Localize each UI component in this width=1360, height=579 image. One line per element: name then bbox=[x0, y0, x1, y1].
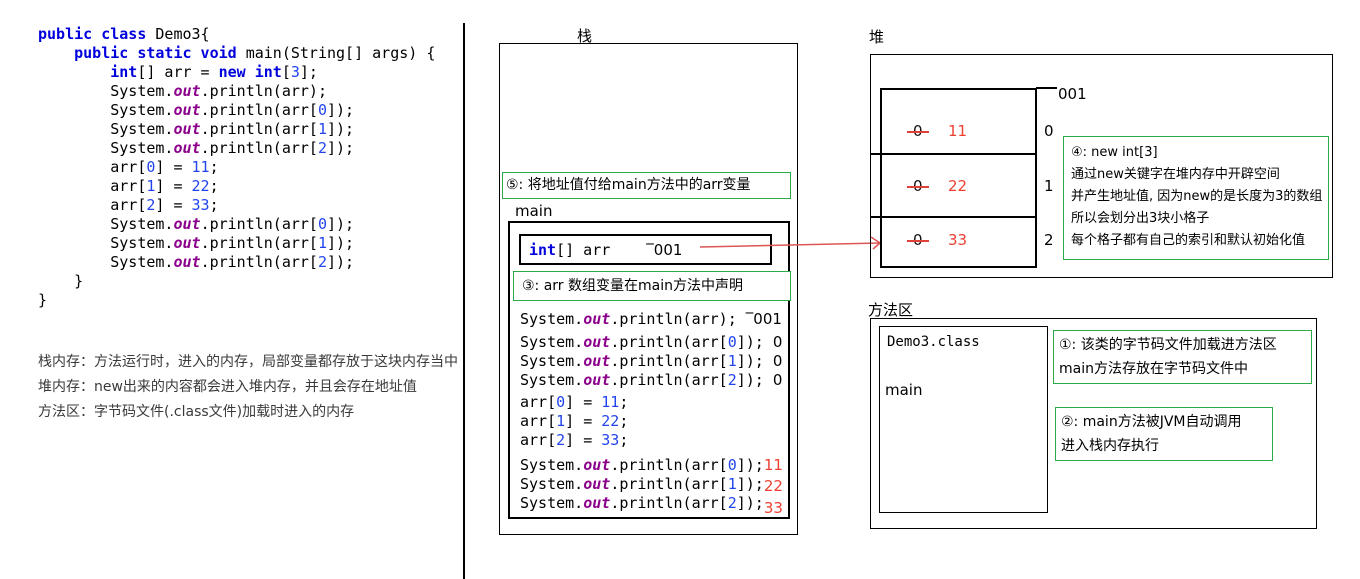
array-cell-index: 2 bbox=[1044, 231, 1054, 249]
main-stack-frame bbox=[508, 221, 790, 519]
stack-title: 栈 bbox=[577, 27, 593, 45]
array-cell-default-value: 0 bbox=[907, 177, 928, 195]
method-area-title: 方法区 bbox=[868, 301, 914, 319]
array-cell-value: 33 bbox=[948, 231, 968, 249]
stack-memory-box bbox=[499, 43, 798, 535]
array-cell-default-value: 0 bbox=[907, 231, 928, 249]
array-cell-index: 0 bbox=[1044, 122, 1054, 140]
array-cell-divider bbox=[871, 153, 1037, 155]
class-file-label: Demo3.class bbox=[887, 334, 980, 350]
arr-declaration: int[] arr bbox=[529, 240, 611, 259]
java-source-code: public class Demo3{ public static void m… bbox=[38, 25, 436, 309]
annotation-step2: ②: main方法被JVM自动调用进入栈内存执行 bbox=[1055, 407, 1273, 461]
arr-address-value: ‾001 bbox=[646, 240, 683, 259]
heap-address-label: 001 bbox=[1058, 85, 1087, 103]
heap-memory-box bbox=[870, 54, 1333, 278]
array-cell-value: 22 bbox=[948, 177, 968, 195]
address-reference-arrow bbox=[699, 236, 881, 250]
heap-array-box bbox=[880, 88, 1037, 268]
array-cell-divider bbox=[871, 216, 1037, 218]
annotation-step4: ④: new int[3]通过new关键字在堆内存中开辟空间并产生地址值, 因为… bbox=[1063, 136, 1329, 260]
vertical-divider bbox=[463, 23, 465, 579]
class-file-box bbox=[879, 326, 1048, 513]
annotation-step3: ③: arr 数组变量在main方法中声明 bbox=[513, 271, 791, 301]
heap-title: 堆 bbox=[869, 28, 885, 46]
address-label-connector bbox=[1036, 87, 1057, 89]
main-method-label: main bbox=[885, 381, 923, 399]
arr-variable-box: int[] arr ‾001 bbox=[519, 234, 772, 265]
annotation-step5: ⑤: 将地址值付给main方法中的arr变量 bbox=[502, 172, 791, 199]
array-cell-index: 1 bbox=[1044, 177, 1054, 195]
main-frame-label: main bbox=[515, 202, 553, 220]
method-area-box bbox=[870, 318, 1317, 529]
array-cell-value: 11 bbox=[948, 122, 968, 140]
array-cell-default-value: 0 bbox=[907, 122, 928, 140]
memory-notes: 栈内存：方法运行时，进入的内存，局部变量都存放于这块内存当中堆内存：new出来的… bbox=[38, 354, 458, 420]
